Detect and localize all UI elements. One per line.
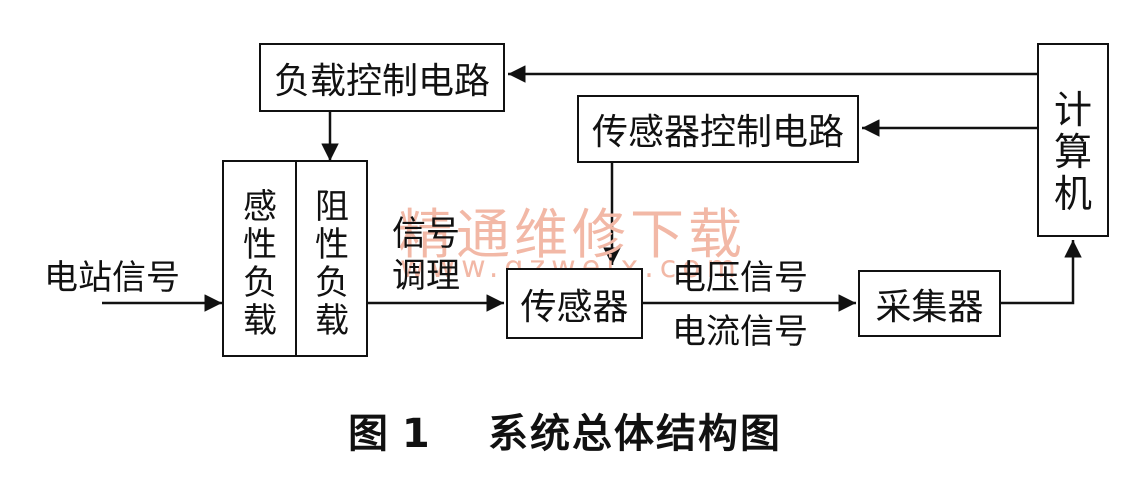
watermark-cn: 精通维修下载 <box>398 203 746 266</box>
collector-block: 采集器 <box>858 270 1001 337</box>
load-control-block: 负载控制电路 <box>259 43 505 112</box>
resistive-load-label: 阻 性 负 载 <box>315 187 349 341</box>
voltage-signal-label: 电压信号 <box>672 258 808 298</box>
station-signal-label: 电站信号 <box>44 258 180 298</box>
computer-label: 计 算 机 <box>1053 88 1092 216</box>
computer-block: 计 算 机 <box>1037 43 1109 237</box>
figure-title: 系统总体结构图 <box>488 411 782 457</box>
load-group-block: 感 性 负 载 阻 性 负 载 <box>222 160 368 357</box>
conditioning-label-bottom: 调理 <box>392 256 460 296</box>
sensor-block: 传感器 <box>506 268 643 339</box>
load-divider <box>295 162 297 355</box>
line-collector-to-computer <box>1001 240 1082 305</box>
sensor-control-block: 传感器控制电路 <box>577 95 859 163</box>
inductive-load-label: 感 性 负 载 <box>243 187 277 341</box>
current-signal-label: 电流信号 <box>672 312 808 352</box>
conditioning-label-top: 信号 <box>392 214 460 254</box>
figure-number: 图 1 <box>348 411 430 457</box>
